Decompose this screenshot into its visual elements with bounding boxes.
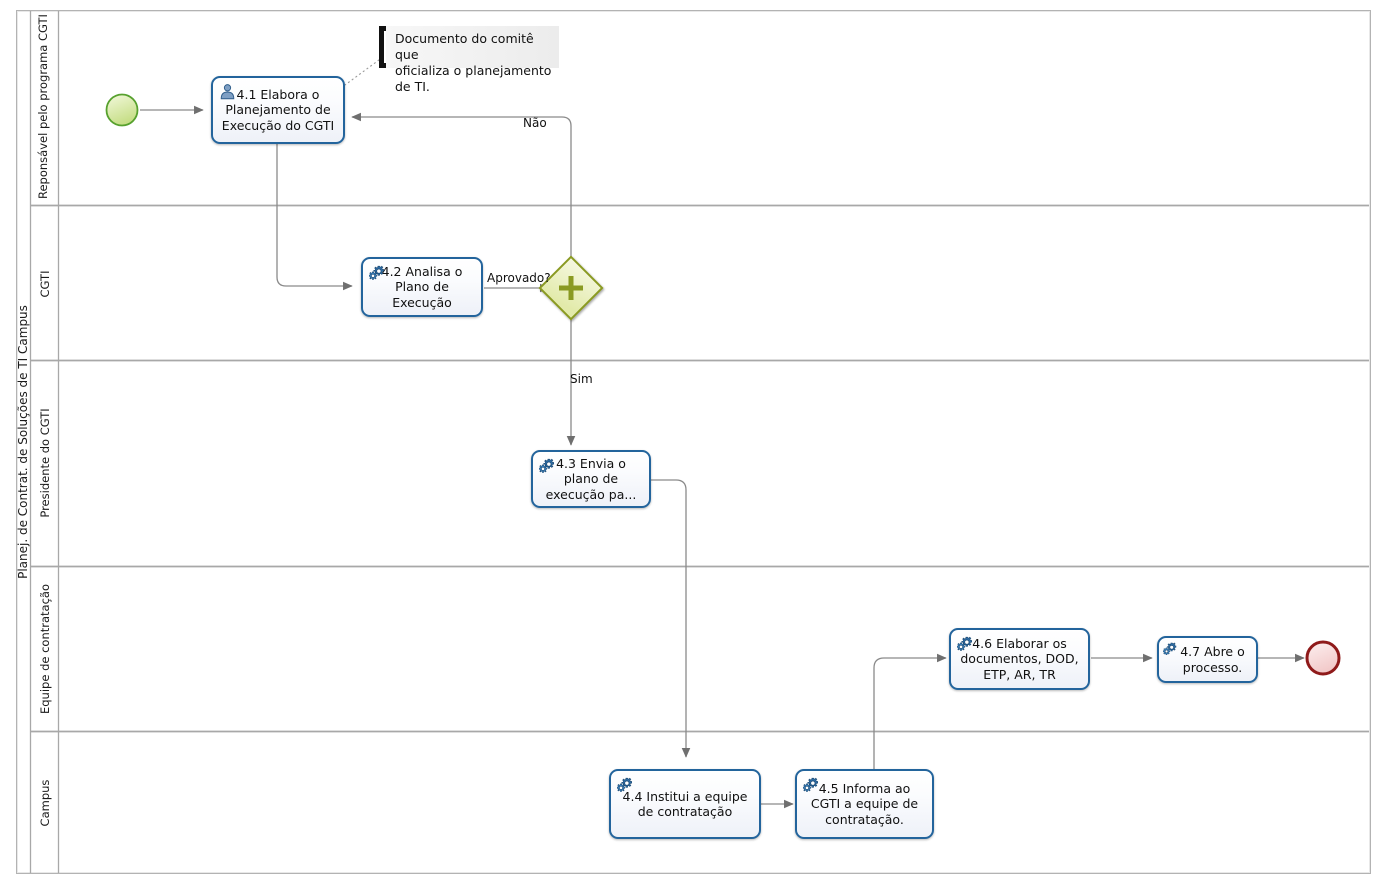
task-4-2-label: 4.2 Analisa o Plano de Execução — [381, 264, 463, 310]
pool-title: Planej. de Contrat. de Soluções de TI Ca… — [16, 305, 30, 579]
flow-41-to-42 — [276, 143, 353, 291]
task-4-5-label: 4.5 Informa ao CGTI a equipe de contrata… — [810, 781, 919, 827]
task-4-7[interactable]: 4.7 Abre o processo. — [1157, 636, 1258, 683]
lane-label-campus: Campus — [38, 779, 52, 827]
lane-label-equipe: Equipe de contratação — [38, 584, 52, 715]
flow-45-to-46 — [873, 653, 947, 769]
pool-frame — [16, 10, 1371, 874]
task-4-4-label: 4.4 Institui a equipe de contratação — [622, 788, 748, 819]
flow-gateway-nao-to-41 — [351, 112, 572, 266]
gateway-plus-icon — [559, 276, 583, 300]
lane-label-cgti: CGTI — [38, 270, 52, 298]
task-4-4[interactable]: 4.4 Institui a equipe de contratação — [609, 769, 761, 839]
end-event[interactable] — [1305, 640, 1341, 676]
sequence-flows — [140, 105, 1305, 809]
task-4-7-label: 4.7 Abre o processo. — [1180, 644, 1245, 675]
lane-label-presidente: Presidente do CGTI — [38, 408, 52, 518]
lane-label-responsavel: Reponsável pelo programa CGTI — [36, 14, 50, 199]
flow-43-to-44 — [651, 479, 691, 758]
gateway-aprovado[interactable] — [538, 255, 604, 321]
flow-label-sim: Sim — [570, 372, 593, 386]
task-4-6-label: 4.6 Elaborar os documentos, DOD, ETP, AR… — [960, 636, 1079, 682]
task-4-3-label: 4.3 Envia o plano de execução pa... — [545, 456, 637, 502]
association-annotation-to-41 — [344, 56, 384, 86]
task-4-1[interactable]: 4.1 Elabora o Planejamento de Execução d… — [211, 76, 345, 144]
task-4-2[interactable]: 4.2 Analisa o Plano de Execução — [361, 257, 483, 317]
lane-dividers — [31, 204, 1369, 733]
task-4-6[interactable]: 4.6 Elaborar os documentos, DOD, ETP, AR… — [949, 628, 1090, 690]
task-4-5[interactable]: 4.5 Informa ao CGTI a equipe de contrata… — [795, 769, 934, 839]
flow-label-nao: Não — [523, 116, 547, 130]
flow-label-aprovado: Aprovado? — [487, 271, 551, 285]
annotation-doc: Documento do comitê que oficializa o pla… — [386, 26, 559, 94]
start-event[interactable] — [105, 93, 139, 127]
task-4-3[interactable]: 4.3 Envia o plano de execução pa... — [531, 450, 651, 508]
task-4-1-label: 4.1 Elabora o Planejamento de Execução d… — [221, 87, 335, 133]
